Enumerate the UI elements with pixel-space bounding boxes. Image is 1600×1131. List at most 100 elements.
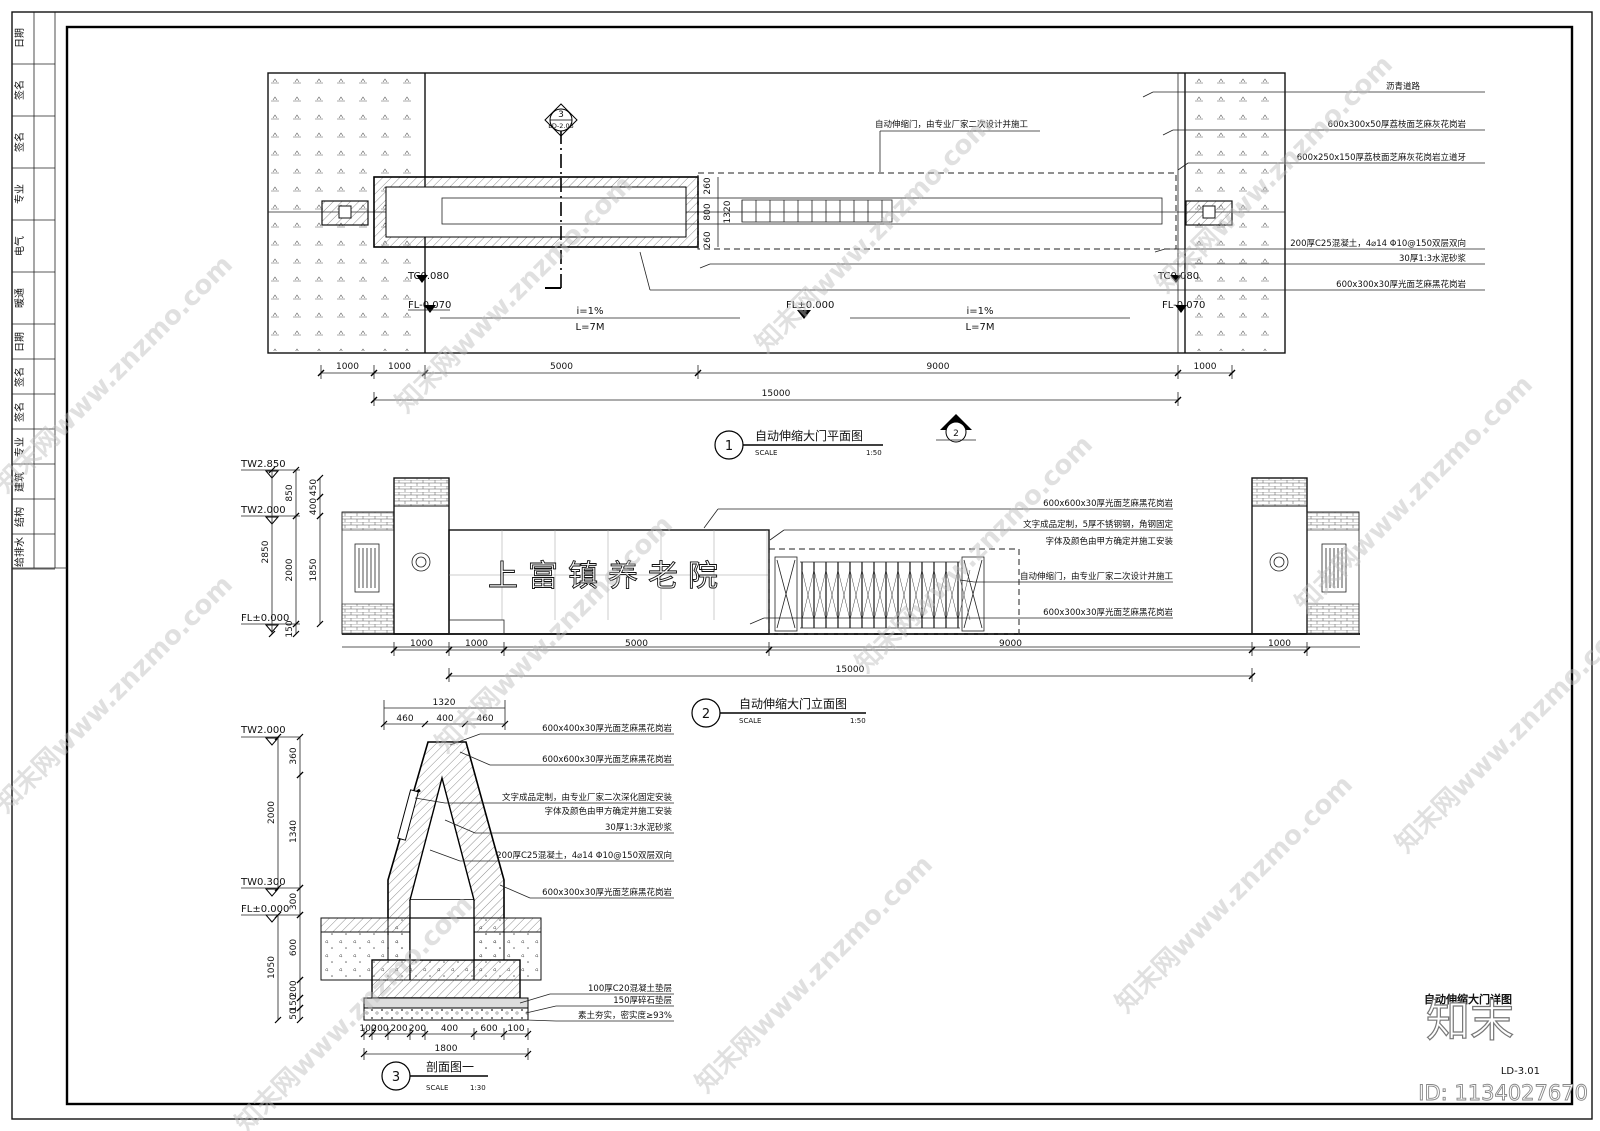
title-block-cell: 签名 — [13, 80, 26, 100]
plan-note: 600x300x50厚荔枝面芝麻灰花岗岩 — [1328, 119, 1467, 130]
sect-vdim: 1050 — [267, 956, 277, 979]
sect-scale-word: SCALE — [426, 1084, 448, 1092]
elev-note: 文字成品定制，5厚不锈钢钢，角钢固定 — [1023, 519, 1173, 530]
sign-wall-elev — [448, 529, 770, 635]
dim-label: 5000 — [625, 639, 648, 649]
sign-text: 上富镇养老院 — [488, 559, 728, 594]
watermark-text: 知末网www.znzmo.com — [0, 250, 239, 499]
elev-vdim: 450 — [309, 479, 319, 496]
elev-vdim: 2850 — [261, 540, 271, 563]
plan-note: 600x300x30厚光面芝麻黑花岗岩 — [1336, 279, 1466, 290]
watermark-text: 知末网www.znzmo.com — [750, 110, 999, 359]
plan-view: 3 LD-2.03 260 800 260 1320 沥青道路自动伸缩门，由专业… — [267, 72, 1485, 460]
elev-note: 字体及颜色由甲方确定并施工安装 — [1045, 536, 1173, 547]
elev-vdim: 400 — [309, 498, 319, 515]
plan-total-dim: 15000 — [762, 389, 791, 399]
sect-note: 200厚C25混凝土，4⌀14 Φ10@150双层双向 — [496, 850, 672, 861]
title-block-cell: 结构 — [13, 507, 26, 527]
elev-level-tw2000: TW2.000 — [240, 505, 286, 516]
sect-note: 30厚1:3水泥砂浆 — [605, 822, 672, 833]
elev-level-fl: FL±0.000 — [241, 613, 289, 624]
title-block-cell: 签名 — [13, 132, 26, 152]
post-left — [321, 200, 369, 226]
elev-note: 600x600x30厚光面芝麻黑花岗岩 — [1043, 498, 1173, 509]
sect-vdim: 600 — [289, 939, 299, 956]
watermark-text: 知末网www.znzmo.com — [0, 570, 239, 819]
sect-bottom-dim: 400 — [441, 1024, 458, 1034]
sect-vdim: 1340 — [289, 820, 299, 843]
brand-logo: 知末 — [1426, 996, 1514, 1047]
gate-outline-elev — [768, 548, 1020, 635]
gate-post — [961, 556, 985, 632]
elev-scale: 1:50 — [850, 717, 866, 725]
dim-label: 1000 — [1194, 362, 1217, 372]
dim-label: 1000 — [388, 362, 411, 372]
plan-note: 200厚C25混凝土，4⌀14 Φ10@150双层双向 — [1290, 238, 1466, 249]
sect-bottom-total: 1800 — [435, 1044, 458, 1054]
sect-label-num: 3 — [392, 1070, 400, 1085]
title-block-cell: 暖通 — [13, 288, 26, 308]
dim-label: 1000 — [410, 639, 433, 649]
plan-label-num: 1 — [725, 439, 733, 454]
plan-slope-right: i=1% — [966, 306, 993, 317]
plan-note: 自动伸缩门，由专业厂家二次设计并施工 — [875, 119, 1029, 130]
plan-scale-word: SCALE — [755, 449, 777, 457]
plan-scale: 1:50 — [866, 449, 882, 457]
watermark-text: 知末网www.znzmo.com — [850, 430, 1099, 679]
gate-motor — [774, 556, 798, 632]
plan-note: 沥青道路 — [1386, 81, 1421, 92]
sect-vdim: 360 — [289, 747, 299, 764]
sect-bottom-dim: 200 — [409, 1024, 426, 1034]
dim-label: 9000 — [927, 362, 950, 372]
sect-vdim: 150 — [289, 994, 299, 1011]
sect-bottom-dim: 100 — [359, 1024, 376, 1034]
elevation-view: 上富镇养老院 600x600x30厚光面芝麻黑花岗岩文字成品定制，5厚不锈钢钢，… — [240, 459, 1360, 728]
elev-label-title: 自动伸缩大门立面图 — [739, 696, 847, 711]
elevation-label: 2 自动伸缩大门立面图 SCALE 1:50 — [691, 696, 866, 728]
plan-dim-800: 800 — [703, 203, 713, 220]
outer-border — [11, 11, 1593, 1120]
elev-vdim: 2000 — [285, 558, 295, 581]
dim-label: 9000 — [999, 639, 1022, 649]
dim-label: 1000 — [336, 362, 359, 372]
watermark-text: 知末网www.znzmo.com — [1110, 770, 1359, 1019]
plan-dim-1320: 1320 — [723, 200, 733, 223]
plan-dim-260a: 260 — [703, 177, 713, 194]
gate-track — [741, 199, 893, 223]
gate-outline-plan — [697, 172, 1177, 250]
plan-length-right: L=7M — [966, 322, 995, 333]
sheet-title: 自动伸缩大门详图 — [1424, 992, 1512, 1006]
sect-top-dim: 1320 — [433, 698, 456, 708]
dim-label: 1000 — [1268, 639, 1291, 649]
sect-bottom-dim: 200 — [371, 1024, 388, 1034]
sect-note: 素土夯实，密实度≥93% — [578, 1010, 672, 1021]
section-label: 3 剖面图一 SCALE 1:30 — [381, 1060, 488, 1092]
title-block-cell: 给排水 — [13, 537, 26, 567]
elevation-callout: 2 — [936, 414, 976, 443]
section-callout-num: 3 — [558, 110, 564, 120]
elev-label-num: 2 — [702, 707, 710, 722]
sect-note: 600x400x30厚光面芝麻黑花岗岩 — [542, 723, 672, 734]
sect-note: 字体及颜色由甲方确定并施工安装 — [544, 806, 672, 817]
plan-label-title: 自动伸缩大门平面图 — [755, 428, 863, 443]
elev-vdim: 150 — [285, 620, 295, 637]
asset-id: ID: 1134027670 — [1418, 1081, 1588, 1105]
watermark-text: 知末网www.znzmo.com — [1390, 610, 1600, 859]
title-block-cell: 专业 — [13, 437, 26, 457]
plan-note: 30厚1:3水泥砂浆 — [1399, 253, 1466, 264]
plan-dim-260b: 260 — [703, 231, 713, 248]
plan-note: 600x250x150厚荔枝面芝麻灰花岗岩立道牙 — [1297, 152, 1466, 163]
title-block-cell: 签名 — [13, 367, 26, 387]
section-callout: 3 LD-2.03 — [544, 103, 578, 137]
title-block-cell: 专业 — [13, 184, 26, 204]
sect-label-title: 剖面图一 — [426, 1060, 474, 1074]
title-block-cell: 日期 — [14, 28, 26, 48]
sect-bottom-dim: 600 — [480, 1024, 497, 1034]
title-block-cell: 签名 — [13, 402, 26, 422]
sect-vdim: 300 — [289, 893, 299, 910]
elev-total-dim: 15000 — [836, 665, 865, 675]
sheet-number: LD-3.01 — [1501, 1066, 1540, 1077]
sect-note: 150厚碎石垫层 — [613, 995, 672, 1006]
